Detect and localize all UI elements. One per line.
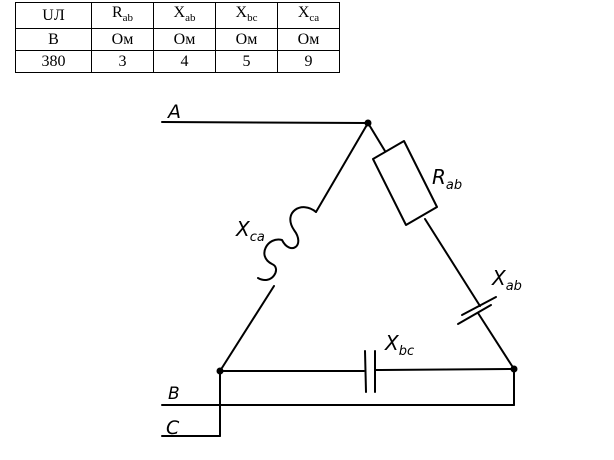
branch-ab-wire-upper — [315, 122, 369, 213]
capacitor-x-ab-plate-1 — [461, 296, 497, 316]
label-x-bc: Xbc — [384, 331, 414, 359]
node-a-dot — [364, 119, 372, 127]
capacitor-x-bc-plate-1 — [364, 350, 367, 393]
node-c-dot — [510, 365, 518, 373]
node-b-dot — [216, 367, 224, 375]
inductor-x-ca — [257, 206, 317, 281]
header-cell-x-ca: Xca — [277, 1, 340, 30]
header-cell-u-line: UЛ — [15, 1, 92, 30]
table-header-row: UЛ Rab Xab Xbc Xca — [15, 1, 340, 30]
value-cell: 5 — [215, 50, 278, 74]
line-a-wire — [161, 121, 369, 124]
label-x-ab: Xab — [491, 266, 522, 294]
table-values-row: 380 3 4 5 9 — [15, 50, 340, 74]
value-cell: 9 — [277, 50, 340, 74]
table-units-row: В Ом Ом Ом Ом — [15, 28, 340, 52]
label-x-ca: Xca — [235, 217, 265, 245]
resistor-r-ab — [372, 140, 438, 226]
capacitor-x-ab-plate-2 — [457, 304, 492, 325]
line-c-label: C — [166, 417, 180, 439]
unit-cell: Ом — [215, 28, 278, 52]
branch-ab-wire-lower — [219, 285, 275, 372]
parameters-table: UЛ Rab Xab Xbc Xca В Ом Ом Ом Ом 380 3 4… — [15, 1, 340, 74]
header-cell-x-ab: Xab — [153, 1, 216, 30]
line-a-label: A — [166, 101, 181, 123]
header-cell-x-bc: Xbc — [215, 1, 278, 30]
branch-ac-wire-middle — [424, 218, 481, 307]
line-b-label: B — [168, 384, 180, 404]
label-r-ab: Rab — [432, 165, 462, 193]
branch-bc-wire-right — [375, 368, 515, 371]
branch-ac-wire-lower — [477, 312, 515, 370]
branch-ac-wire-upper — [367, 122, 386, 152]
